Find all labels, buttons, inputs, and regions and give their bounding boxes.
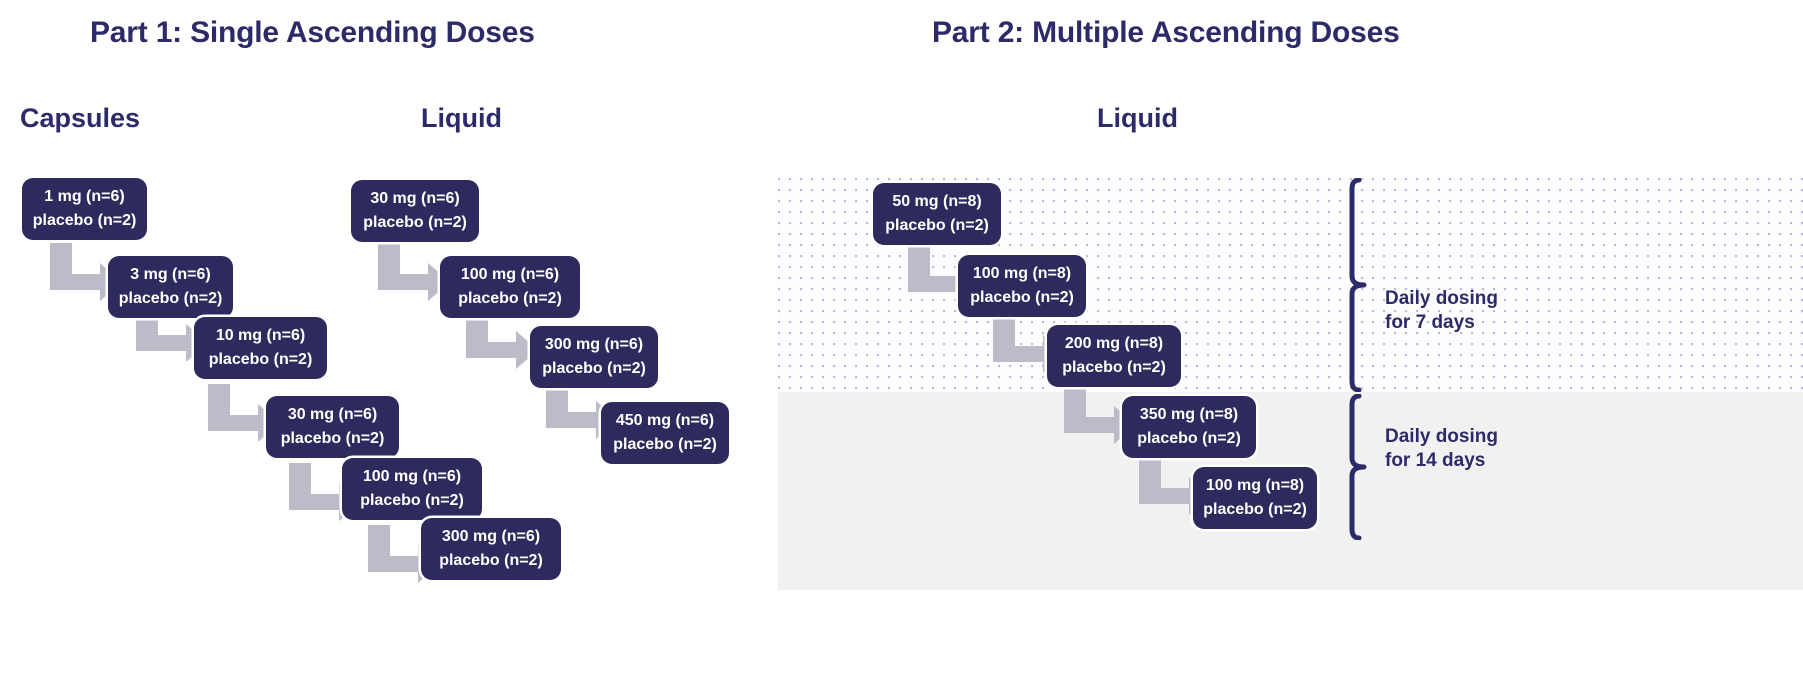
dose-box-capsules-6[interactable]: 300 mg (n=6) placebo (n=2) xyxy=(421,518,561,580)
dose-box-mad-2[interactable]: 100 mg (n=8) placebo (n=2) xyxy=(958,255,1086,317)
dose-amount: 30 mg (n=6) xyxy=(287,405,378,423)
arrow-capsules-3-to-4 xyxy=(208,384,280,446)
dose-box-mad-4[interactable]: 350 mg (n=8) placebo (n=2) xyxy=(1122,396,1256,458)
dose-amount: 100 mg (n=6) xyxy=(460,265,560,283)
dose-amount: 30 mg (n=6) xyxy=(370,189,460,207)
placebo-amount: placebo (n=2) xyxy=(458,290,562,307)
placebo-amount: placebo (n=2) xyxy=(542,360,646,377)
dose-box-mad-1[interactable]: 50 mg (n=8) placebo (n=2) xyxy=(873,183,1001,245)
placebo-amount: placebo (n=2) xyxy=(1203,501,1307,518)
dose-amount: 100 mg (n=8) xyxy=(1205,476,1305,494)
placebo-amount: placebo (n=2) xyxy=(885,217,989,234)
part-2-title: Part 2: Multiple Ascending Doses xyxy=(932,16,1400,49)
bracket-7-days xyxy=(1349,178,1367,392)
arrow-liquid-3-to-4 xyxy=(546,381,618,443)
dose-box-liquid-4[interactable]: 450 mg (n=6) placebo (n=2) xyxy=(601,402,729,464)
placebo-amount: placebo (n=2) xyxy=(970,289,1074,306)
dose-box-mad-3[interactable]: 200 mg (n=8) placebo (n=2) xyxy=(1047,325,1181,387)
dose-box-capsules-1[interactable]: 1 mg (n=6) placebo (n=2) xyxy=(22,178,147,240)
dose-amount: 200 mg (n=8) xyxy=(1064,334,1164,352)
part-1-liquid-column-title: Liquid xyxy=(421,103,502,133)
dose-box-capsules-4[interactable]: 30 mg (n=6) placebo (n=2) xyxy=(266,396,399,458)
dose-box-liquid-1[interactable]: 30 mg (n=6) placebo (n=2) xyxy=(351,180,479,242)
part-1-title: Part 1: Single Ascending Doses xyxy=(90,16,535,49)
placebo-amount: placebo (n=2) xyxy=(32,212,137,229)
dose-amount: 300 mg (n=6) xyxy=(441,527,541,545)
dose-box-liquid-2[interactable]: 100 mg (n=6) placebo (n=2) xyxy=(440,256,580,318)
arrow-mad-3-to-4 xyxy=(1064,386,1136,448)
placebo-amount: placebo (n=2) xyxy=(1137,430,1241,447)
dose-amount: 1 mg (n=6) xyxy=(44,187,125,205)
bracket-14-days xyxy=(1349,394,1367,540)
dose-box-liquid-3[interactable]: 300 mg (n=6) placebo (n=2) xyxy=(530,326,658,388)
bracket-label-7-days: Daily dosing for 7 days xyxy=(1385,288,1498,333)
dose-amount: 350 mg (n=8) xyxy=(1139,405,1239,423)
placebo-amount: placebo (n=2) xyxy=(613,436,717,453)
dose-amount: 50 mg (n=8) xyxy=(892,192,982,210)
dose-box-mad-5[interactable]: 100 mg (n=8) placebo (n=2) xyxy=(1193,467,1317,529)
placebo-amount: placebo (n=2) xyxy=(208,351,313,368)
dose-amount: 10 mg (n=6) xyxy=(215,326,306,344)
dose-box-capsules-3[interactable]: 10 mg (n=6) placebo (n=2) xyxy=(194,317,327,379)
dose-amount: 300 mg (n=6) xyxy=(544,335,644,353)
placebo-amount: placebo (n=2) xyxy=(363,214,467,231)
part-1-capsules-column-title: Capsules xyxy=(20,103,141,133)
dose-amount: 100 mg (n=8) xyxy=(972,264,1072,282)
arrow-capsules-1-to-2 xyxy=(50,243,122,305)
part-2-liquid-column-title: Liquid xyxy=(1097,103,1178,133)
arrow-capsules-2-to-3 xyxy=(136,304,208,366)
placebo-amount: placebo (n=2) xyxy=(280,430,385,447)
arrow-liquid-1-to-2 xyxy=(378,243,450,305)
arrow-liquid-2-to-3 xyxy=(466,311,538,373)
bracket-label-14-days: Daily dosing for 14 days xyxy=(1385,426,1498,471)
placebo-amount: placebo (n=2) xyxy=(439,552,543,569)
placebo-amount: placebo (n=2) xyxy=(360,492,464,509)
dose-box-capsules-2[interactable]: 3 mg (n=6) placebo (n=2) xyxy=(108,256,233,318)
dose-amount: 450 mg (n=6) xyxy=(615,411,715,429)
dose-amount: 100 mg (n=6) xyxy=(362,467,462,485)
dose-amount: 3 mg (n=6) xyxy=(130,265,211,283)
dose-box-capsules-5[interactable]: 100 mg (n=6) placebo (n=2) xyxy=(342,458,482,520)
placebo-amount: placebo (n=2) xyxy=(1062,359,1166,376)
placebo-amount: placebo (n=2) xyxy=(118,290,223,307)
